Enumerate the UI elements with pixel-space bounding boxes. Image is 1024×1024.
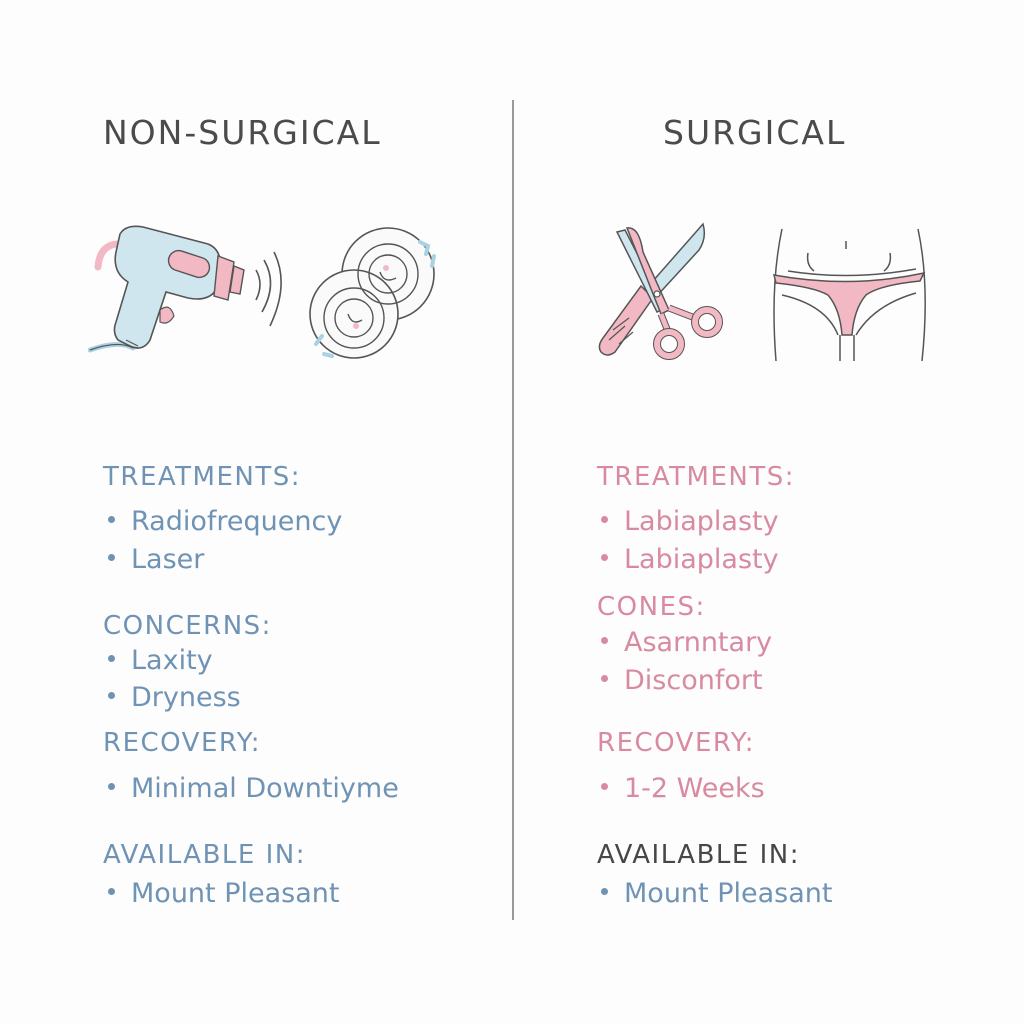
list-item: Labiaplasty (601, 544, 779, 575)
list-item: Dryness (108, 682, 241, 713)
left-available-heading: AVAILABLE IN: (103, 840, 306, 870)
non-surgical-title: NON-SURGICAL (103, 113, 382, 152)
rotating-tissue-spiral-icon (309, 227, 436, 359)
bullet-icon (108, 783, 115, 790)
bullet-icon (108, 692, 115, 699)
bullet-icon (601, 783, 608, 790)
scalpel-scissors-icon (598, 222, 723, 360)
left-concerns-heading: CONCERNS: (103, 611, 272, 641)
list-item: Radiofrequency (108, 506, 342, 537)
list-item: Mount Pleasant (108, 878, 339, 909)
right-cones-heading: CONES: (597, 592, 706, 622)
bullet-icon (108, 888, 115, 895)
bullet-icon (601, 637, 608, 644)
list-item: Labiaplasty (601, 506, 779, 537)
bullet-icon (601, 888, 608, 895)
column-divider (512, 100, 514, 920)
left-treatments-heading: TREATMENTS: (103, 462, 301, 492)
bullet-icon (108, 516, 115, 523)
left-recovery-heading: RECOVERY: (103, 728, 261, 758)
bullet-icon (601, 675, 608, 682)
bullet-icon (108, 655, 115, 662)
list-item: Asarnntary (601, 627, 772, 658)
surgical-title: SURGICAL (663, 113, 847, 152)
list-item: Disconfort (601, 665, 763, 696)
list-item: Mount Pleasant (601, 878, 832, 909)
right-recovery-heading: RECOVERY: (597, 728, 755, 758)
bullet-icon (601, 516, 608, 523)
list-item: 1-2 Weeks (601, 773, 765, 804)
radiofrequency-handpiece-icon (88, 225, 282, 353)
bullet-icon (108, 554, 115, 561)
pelvis-underwear-icon (772, 228, 926, 362)
list-item: Laxity (108, 645, 213, 676)
right-available-heading: AVAILABLE IN: (597, 840, 800, 870)
right-treatments-heading: TREATMENTS: (597, 462, 795, 492)
bullet-icon (601, 554, 608, 561)
list-item: Minimal Downtiyme (108, 773, 399, 804)
list-item: Laser (108, 544, 204, 575)
